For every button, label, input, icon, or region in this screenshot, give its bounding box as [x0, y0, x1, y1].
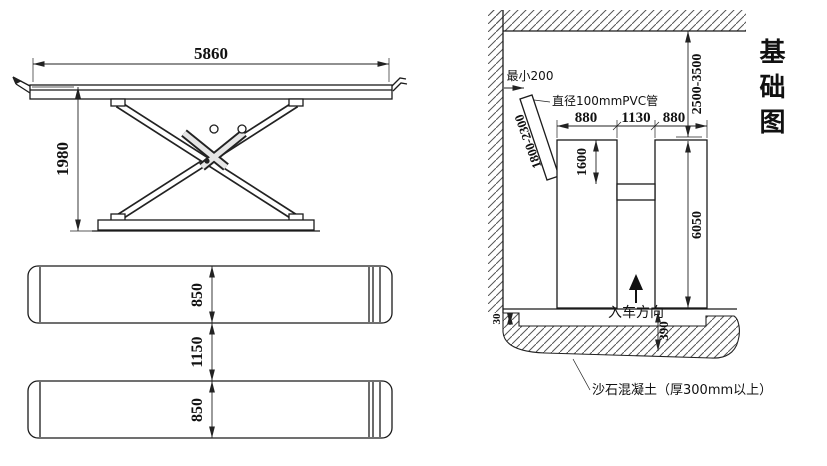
drawing-title: 基础图 — [755, 38, 785, 143]
leader-line — [533, 99, 551, 103]
left-pit — [556, 139, 618, 309]
entry-arrow-icon — [629, 274, 643, 290]
plan-dimensions: 850 1150 850 — [189, 266, 215, 438]
width-dim-label: 5860 — [194, 44, 228, 63]
pit-width-right-label: 880 — [663, 110, 686, 126]
right-ramp-hooks — [391, 77, 408, 92]
scissor-mechanism — [110, 98, 304, 222]
base-frame — [97, 219, 315, 231]
right-pit — [654, 139, 708, 309]
dimension-crossbeam-offset: 1600 — [575, 140, 599, 184]
concrete-slab — [502, 312, 740, 359]
top-wall-hatch — [490, 10, 746, 31]
step-height-label: 30 — [491, 313, 503, 325]
cross-trench — [616, 183, 656, 201]
pvc-pipe-callout: 直径100mmPVC管 — [533, 93, 658, 108]
platform-outline — [29, 84, 393, 100]
dimension-slab-thickness: 390 — [655, 311, 671, 351]
leader-line — [572, 358, 591, 391]
dimension-pit-widths: 880 1130 880 — [556, 110, 708, 138]
pit-gap-label: 1130 — [621, 110, 650, 126]
slab-thickness-label: 390 — [656, 321, 671, 341]
min-clearance-label: 最小200 — [507, 69, 554, 83]
cylinder-mount — [209, 124, 219, 134]
platform-top-dim-label: 850 — [189, 283, 206, 307]
plan-view: 850 1150 850 — [27, 265, 393, 439]
dimension-wall-distance: 2500-3500 — [676, 31, 705, 138]
platform-top — [27, 265, 393, 324]
pvc-pipe-label: 直径100mmPVC管 — [552, 93, 658, 108]
dimension-width: 5860 — [32, 44, 390, 82]
foundation-plan: 1800-2300 最小200 直径100mmPVC管 880 1130 880 — [488, 10, 772, 398]
center-pivot — [204, 158, 210, 164]
wall-distance-label: 2500-3500 — [690, 54, 705, 115]
side-view: 5860 1980 — [12, 44, 408, 232]
left-ramp-flap — [12, 76, 31, 94]
platform-bottom — [27, 380, 393, 439]
concrete-note-callout: 沙石混凝土（厚300mm以上） — [572, 358, 772, 398]
pit-length-label: 6050 — [690, 211, 705, 239]
platform-bottom-dim-label: 850 — [189, 398, 206, 422]
dimension-pit-length: 6050 — [685, 141, 705, 308]
height-dim-label: 1980 — [53, 142, 72, 176]
dimension-height: 1980 — [32, 86, 94, 232]
left-wall-hatch — [488, 10, 503, 313]
dimension-step-height: 30 — [491, 313, 513, 325]
pit-width-left-label: 880 — [575, 110, 598, 126]
entry-direction: 入车方向 — [608, 274, 664, 321]
dimension-min-clearance: 最小200 — [504, 69, 554, 91]
cylinder-mount — [237, 124, 247, 134]
concrete-note-label: 沙石混凝土（厚300mm以上） — [592, 382, 772, 398]
gap-dim-label: 1150 — [189, 336, 206, 367]
entry-direction-label: 入车方向 — [608, 304, 664, 321]
crossbeam-offset-label: 1600 — [575, 148, 590, 176]
